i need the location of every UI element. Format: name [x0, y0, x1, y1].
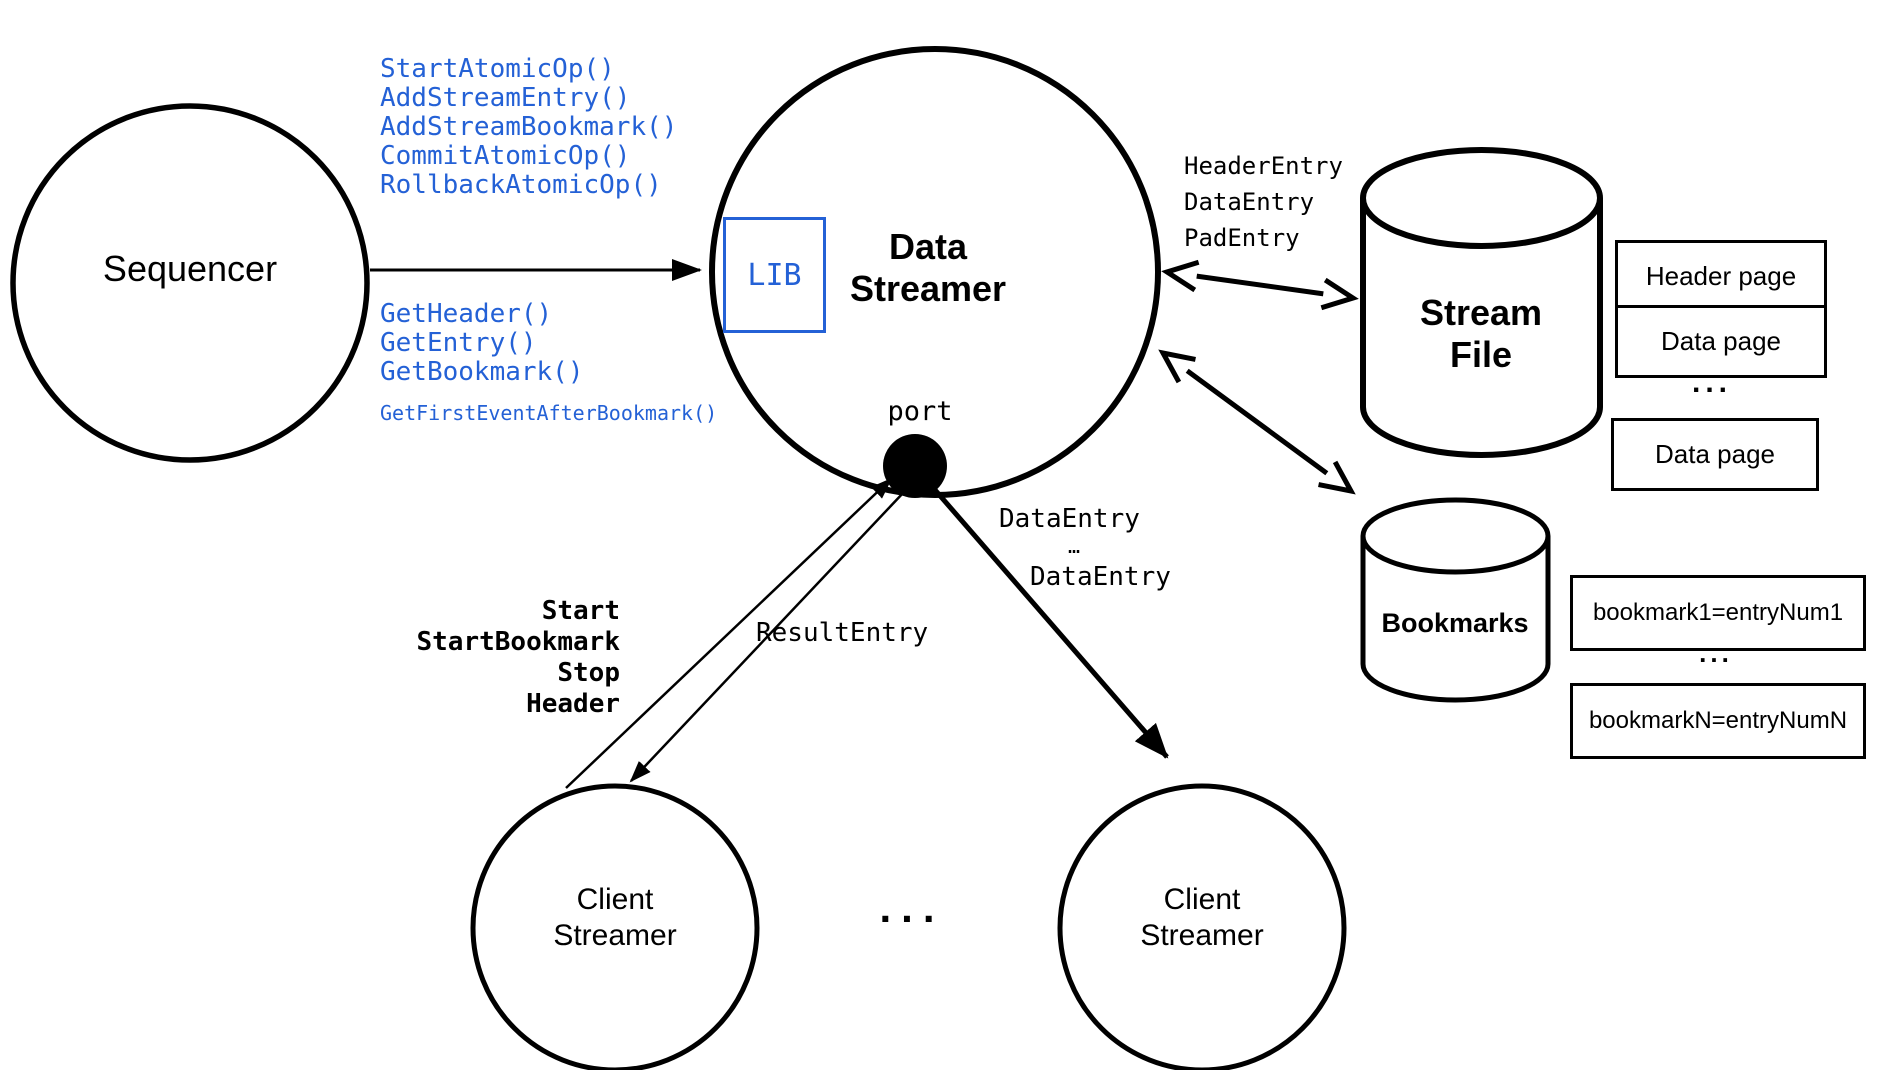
port-to-client-left-arrow: [629, 491, 905, 783]
client-label-line2: Streamer: [553, 919, 677, 952]
client-streamer-right-circle: [1057, 783, 1347, 1070]
api-call: RollbackAtomicOp(): [380, 170, 662, 200]
command-label: Header: [526, 689, 620, 719]
stream-file-cylinder-body: [1360, 198, 1603, 458]
stream-file-entry-list: HeaderEntry DataEntry PadEntry: [1184, 148, 1343, 256]
clients-ellipsis: ...: [879, 884, 945, 931]
sequencer-circle: [10, 103, 370, 463]
header-page-label: Header page: [1645, 261, 1797, 291]
data-page-box: Data page: [1615, 305, 1827, 378]
bookmark-entry-box: bookmark1=entryNum1: [1570, 575, 1866, 651]
stream-file-cylinder-top: [1360, 147, 1603, 249]
entry-label: DataEntry: [1184, 188, 1315, 216]
result-entry-label: ResultEntry: [756, 618, 929, 648]
client-streamer-left-label: Client Streamer: [553, 882, 676, 954]
port-to-client-right-arrow: [927, 481, 1169, 759]
client-streamer-left-circle: [470, 783, 760, 1070]
client-streamer-right-label: Client Streamer: [1140, 882, 1263, 954]
client-label-line2: Streamer: [1140, 919, 1264, 952]
api-call: GetHeader(): [380, 299, 553, 329]
client-label-line1: Client: [576, 883, 654, 916]
api-call: StartAtomicOp(): [380, 54, 615, 84]
data-streamer-circle: [709, 46, 1161, 498]
data-page-box: Data page: [1611, 418, 1819, 491]
bookmarks-cylinder-body: [1360, 536, 1551, 703]
data-entry-label-top: DataEntry: [999, 504, 1140, 534]
data-streamer-label-line1: Data: [888, 226, 968, 267]
command-label: Stop: [557, 658, 620, 688]
sequencer-write-api-list: StartAtomicOp() AddStreamEntry() AddStre…: [380, 55, 677, 200]
bookmarks-cylinder-top: [1360, 497, 1551, 575]
stream-file-label-line2: File: [1449, 334, 1512, 375]
data-page-label: Data page: [1655, 439, 1775, 469]
command-label: Start: [541, 596, 620, 626]
bookmark-entry-label: bookmark1=entryNum1: [1592, 599, 1844, 626]
streamer-streamfile-double-arrow: [1161, 259, 1359, 311]
api-call: AddStreamEntry(): [380, 83, 631, 113]
stream-file-label-line1: Stream: [1419, 292, 1543, 333]
client-label-line1: Client: [1163, 883, 1241, 916]
api-call: GetEntry(): [380, 328, 537, 358]
client-command-list: Start StartBookmark Stop Header: [417, 596, 621, 720]
bookmark-entry-box: bookmarkN=entryNumN: [1570, 683, 1866, 759]
entry-label: HeaderEntry: [1184, 152, 1343, 180]
lib-box: LIB: [723, 217, 826, 333]
bookmark-entry-label: bookmarkN=entryNumN: [1588, 707, 1848, 734]
sequencer-read-api-list: GetHeader() GetEntry() GetBookmark(): [380, 300, 584, 387]
data-streamer-label: Data Streamer: [850, 226, 1006, 310]
pages-ellipsis: ...: [1691, 366, 1733, 399]
api-call: GetBookmark(): [380, 357, 584, 387]
bookmarks-ellipsis: ...: [1699, 638, 1733, 668]
data-entry-label-bottom: DataEntry: [1030, 562, 1171, 592]
port-label: port: [887, 396, 953, 427]
client-left-to-port-arrow: [565, 477, 893, 789]
command-label: StartBookmark: [416, 627, 621, 657]
data-streamer-label-line2: Streamer: [849, 268, 1007, 309]
entry-label: PadEntry: [1184, 224, 1300, 252]
data-entry-ellipsis: …: [1068, 534, 1081, 558]
header-page-box: Header page: [1615, 240, 1827, 313]
api-call: CommitAtomicOp(): [380, 141, 631, 171]
sequencer-label: Sequencer: [102, 248, 278, 289]
data-page-label: Data page: [1661, 326, 1781, 356]
stream-file-label: Stream File: [1420, 292, 1542, 376]
port-dot: [883, 434, 947, 498]
bookmarks-label: Bookmarks: [1381, 608, 1529, 638]
streamer-bookmarks-double-arrow: [1158, 349, 1356, 495]
api-call-small: GetFirstEventAfterBookmark(): [380, 401, 718, 425]
api-call: AddStreamBookmark(): [380, 112, 678, 142]
lib-label: LIB: [747, 257, 802, 293]
